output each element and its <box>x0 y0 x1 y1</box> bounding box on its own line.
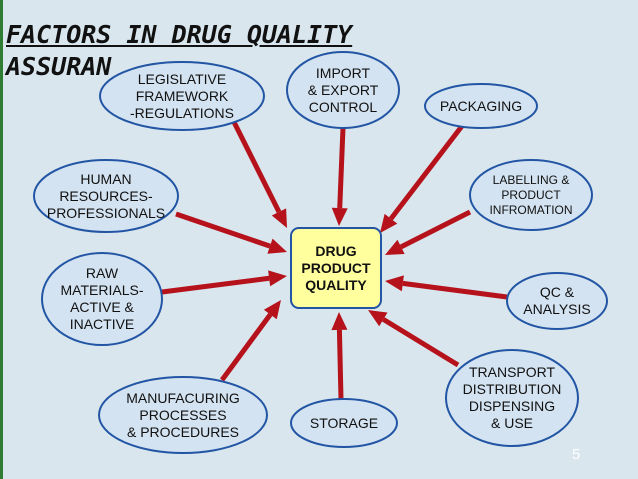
human-resources-arrow <box>175 211 271 249</box>
import-export-arrowhead <box>331 207 348 226</box>
slide-title-line1: FACTORS IN DRUG QUALITY <box>6 20 353 49</box>
transport-label: TRANSPORT DISTRIBUTION DISPENSING & USE <box>462 364 562 431</box>
storage-arrowhead <box>331 312 348 331</box>
labelling-oval <box>469 159 593 231</box>
transport-arrowhead <box>368 310 388 327</box>
manufacturing-arrow <box>219 313 273 382</box>
packaging-arrow <box>388 124 464 221</box>
manufacturing-oval <box>98 376 268 454</box>
qc-oval <box>506 272 608 330</box>
qc-label: QC & ANALYSIS <box>523 284 591 317</box>
storage-arrow <box>336 329 344 400</box>
labelling-arrowhead <box>385 239 405 255</box>
legislative-arrowhead <box>271 208 287 228</box>
center-label: DRUG PRODUCT QUALITY <box>301 242 371 293</box>
storage-oval <box>290 398 398 448</box>
import-export-label: IMPORT & EXPORT CONTROL <box>307 64 379 115</box>
import-export-arrow <box>337 127 346 209</box>
packaging-arrowhead <box>380 213 398 233</box>
legislative-oval <box>99 61 265 131</box>
import-export-oval <box>286 51 400 129</box>
packaging-label: PACKAGING <box>439 97 523 114</box>
shapes-layer <box>33 51 608 454</box>
raw-materials-arrowhead <box>268 270 287 287</box>
raw-materials-arrow <box>161 275 270 295</box>
labelling-arrow <box>399 209 472 250</box>
qc-arrowhead <box>385 275 404 292</box>
legislative-arrow <box>229 116 282 214</box>
packaging-oval <box>424 83 538 129</box>
labelling-label: LABELLING & PRODUCT INFROMATION <box>489 172 573 217</box>
human-resources-oval <box>33 159 179 233</box>
slide-accent-stripe <box>0 0 3 479</box>
human-resources-label: HUMAN RESOURCES- PROFESSIONALS <box>46 170 166 221</box>
qc-arrow <box>402 280 508 300</box>
raw-materials-oval <box>41 252 163 346</box>
raw-materials-label: RAW MATERIALS- ACTIVE & INACTIVE <box>60 265 144 332</box>
slide-title-line2: ASSURAN <box>6 52 112 81</box>
legislative-label: LEGISLATIVE FRAMEWORK -REGULATIONS <box>130 70 234 121</box>
center-box <box>290 227 382 309</box>
manufacturing-label: MANUFACURING PROCESSES & PROCEDURES <box>126 389 240 440</box>
transport-oval <box>445 349 579 447</box>
human-resources-arrowhead <box>267 238 287 254</box>
arrows-layer <box>161 116 508 400</box>
storage-label: STORAGE <box>309 414 379 431</box>
transport-arrow <box>382 317 460 368</box>
manufacturing-arrowhead <box>263 300 281 320</box>
slide-number: 5 <box>572 446 581 463</box>
